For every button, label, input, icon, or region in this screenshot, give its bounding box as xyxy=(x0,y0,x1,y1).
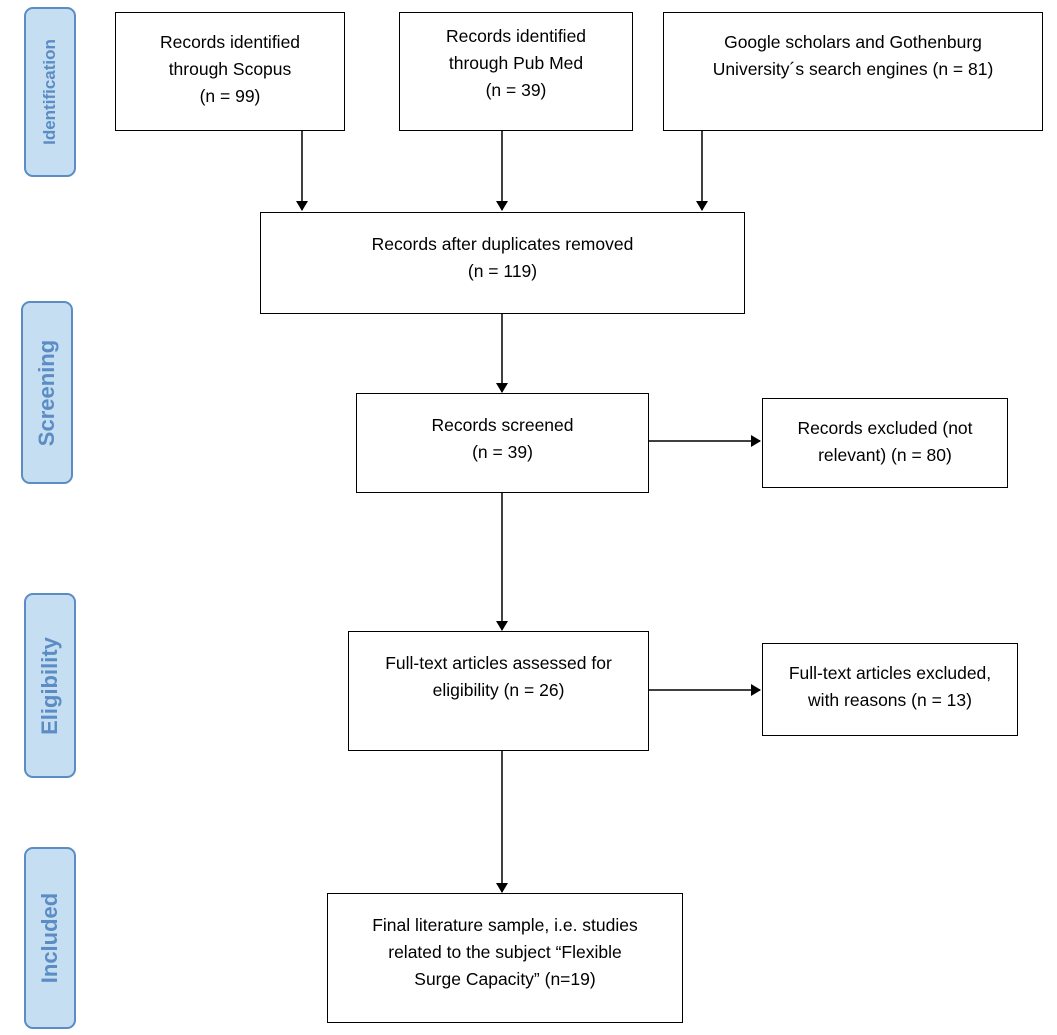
phase-screening: Screening xyxy=(21,301,73,484)
box-fulltext-excluded: Full-text articles excluded, with reason… xyxy=(762,643,1018,736)
box-duplicates-removed: Records after duplicates removed (n = 11… xyxy=(260,212,745,314)
box-duplicates-removed-text: Records after duplicates removed (n = 11… xyxy=(371,234,634,281)
box-fulltext-assessed: Full-text articles assessed for eligibil… xyxy=(348,631,649,751)
box-records-excluded: Records excluded (not relevant) (n = 80) xyxy=(762,398,1008,488)
box-google: Google scholars and Gothenburg Universit… xyxy=(663,12,1043,131)
phase-eligibility: Eligibility xyxy=(24,593,76,778)
box-records-screened: Records screened (n = 39) xyxy=(356,393,649,493)
box-scopus-text: Records identified through Scopus (n = 9… xyxy=(159,32,301,106)
box-google-text: Google scholars and Gothenburg Universit… xyxy=(712,32,994,79)
box-scopus: Records identified through Scopus (n = 9… xyxy=(115,12,345,131)
box-final-sample: Final literature sample, i.e. studies re… xyxy=(327,893,683,1023)
box-pubmed: Records identified through Pub Med (n = … xyxy=(399,12,633,131)
box-final-sample-text: Final literature sample, i.e. studies re… xyxy=(372,915,638,989)
box-records-excluded-text: Records excluded (not relevant) (n = 80) xyxy=(797,418,973,465)
box-pubmed-text: Records identified through Pub Med (n = … xyxy=(445,26,587,100)
box-fulltext-excluded-text: Full-text articles excluded, with reason… xyxy=(788,663,992,710)
phase-included: Included xyxy=(24,847,76,1029)
box-fulltext-assessed-text: Full-text articles assessed for eligibil… xyxy=(385,653,612,700)
box-records-screened-text: Records screened (n = 39) xyxy=(431,415,574,462)
phase-identification: Identification xyxy=(24,7,76,177)
